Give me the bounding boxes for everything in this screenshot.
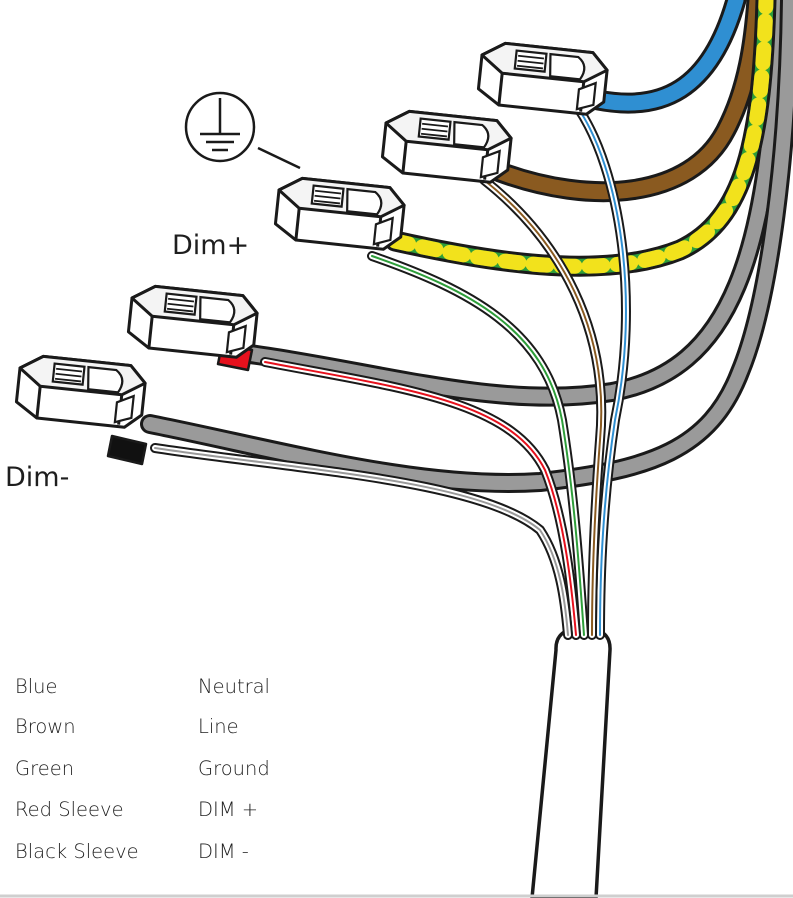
legend-wire-red-sleeve: Red Sleeve bbox=[15, 798, 124, 821]
legend-wire-green: Green bbox=[15, 757, 75, 780]
legend-function-dim-minus: DIM - bbox=[198, 840, 249, 863]
legend-function-ground: Ground bbox=[198, 757, 270, 780]
dim-minus-label: Dim- bbox=[5, 462, 70, 493]
ground-symbol-icon bbox=[184, 91, 301, 170]
connector-line bbox=[379, 107, 515, 186]
connector-neutral bbox=[475, 39, 611, 118]
connector-ground bbox=[272, 174, 408, 253]
cable-sheath bbox=[530, 626, 612, 898]
legend-wire-blue: Blue bbox=[15, 675, 58, 698]
legend-function-neutral: Neutral bbox=[198, 675, 270, 698]
connector-dim-minus bbox=[13, 352, 149, 431]
dim-plus-label: Dim+ bbox=[172, 230, 250, 261]
power-cables bbox=[384, 0, 777, 277]
legend-function-dim-plus: DIM + bbox=[198, 798, 259, 821]
legend-wire-brown: Brown bbox=[15, 715, 76, 738]
legend-wire-black-sleeve: Black Sleeve bbox=[15, 840, 139, 863]
connector-dim-plus bbox=[125, 282, 261, 361]
legend-function-line: Line bbox=[198, 715, 239, 738]
thin-conductors bbox=[150, 103, 631, 640]
